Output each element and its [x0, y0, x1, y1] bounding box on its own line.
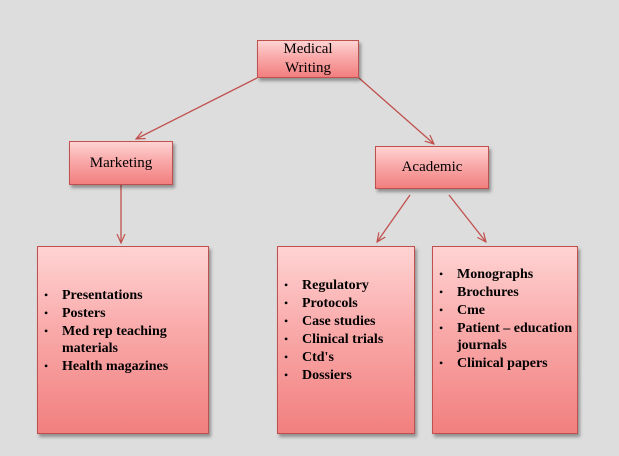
list-item: Ctd's	[278, 349, 410, 366]
list-item: Protocols	[278, 295, 410, 312]
list-item: Cme	[433, 302, 573, 319]
list-item: Patient – education journals	[433, 320, 573, 354]
academic-right-list: Monographs Brochures Cme Patient – educa…	[433, 266, 573, 372]
list-item: Med rep teaching materials	[38, 323, 204, 357]
list-item: Health magazines	[38, 358, 204, 375]
arrow-academic-to-right-list	[448, 194, 486, 242]
list-item: Regulatory	[278, 277, 410, 294]
node-marketing: Marketing	[69, 141, 173, 185]
node-medical-writing: Medical Writing	[257, 40, 359, 78]
list-item: Clinical papers	[433, 355, 573, 372]
arrow-root-to-academic	[358, 77, 434, 144]
list-item: Clinical trials	[278, 331, 410, 348]
list-item: Posters	[38, 305, 204, 322]
list-item: Case studies	[278, 313, 410, 330]
marketing-list: Presentations Posters Med rep teaching m…	[38, 287, 204, 375]
list-item: Presentations	[38, 287, 204, 304]
arrow-root-to-marketing	[136, 77, 258, 139]
list-item: Dossiers	[278, 367, 410, 384]
academic-left-list-box: Regulatory Protocols Case studies Clinic…	[277, 246, 415, 434]
node-academic-label: Academic	[401, 159, 463, 175]
node-marketing-label: Marketing	[89, 154, 153, 171]
academic-right-list-box: Monographs Brochures Cme Patient – educa…	[432, 246, 578, 434]
arrow-academic-to-left-list	[377, 194, 411, 242]
academic-left-list: Regulatory Protocols Case studies Clinic…	[278, 277, 410, 384]
marketing-list-box: Presentations Posters Med rep teaching m…	[37, 246, 209, 434]
node-medical-writing-label: Medical Writing	[283, 41, 333, 76]
node-academic: Academic	[375, 146, 489, 189]
list-item: Monographs	[433, 266, 573, 283]
list-item: Brochures	[433, 284, 573, 301]
